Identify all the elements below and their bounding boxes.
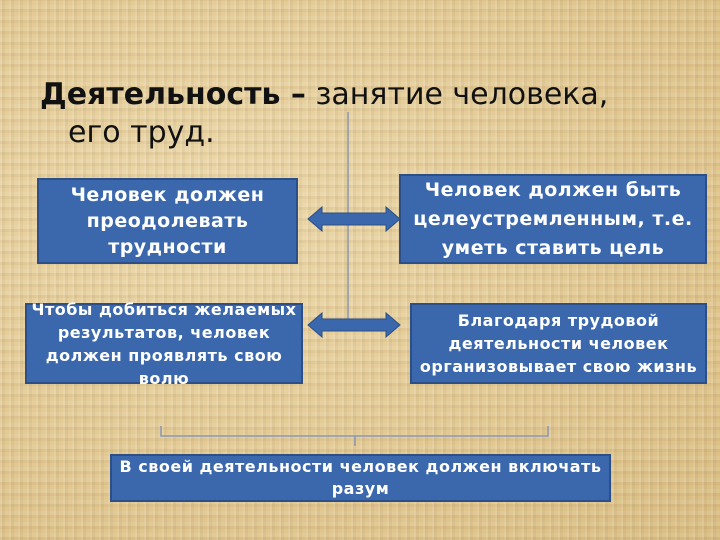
box-conclusion-text: В своей деятельности человек должен вклю… (119, 457, 602, 498)
title-definition-part2: его труд. (68, 115, 215, 150)
box-purposeful-text: Человек должен быть целеустремленным, т.… (413, 178, 693, 259)
box-willpower: Чтобы добиться желаемых результатов, чел… (25, 300, 303, 388)
box-purposeful: Человек должен быть целеустремленным, т.… (399, 174, 707, 264)
title-definition-part1: занятие человека, (305, 77, 609, 112)
box-overcome-difficulties: Человек должен преодолевать трудности (37, 178, 298, 264)
box-organize-life: Благодаря трудовой деятельности человек … (410, 303, 707, 384)
double-arrow-top (307, 205, 401, 233)
box-conclusion: В своей деятельности человек должен вклю… (110, 454, 611, 502)
bottom-brace (160, 426, 549, 446)
box-organize-life-text: Благодаря трудовой деятельности человек … (419, 311, 698, 376)
slide-title: Деятельность – занятие человека, его тру… (40, 76, 680, 152)
title-term: Деятельность – (40, 77, 306, 112)
double-arrow-bottom (307, 311, 401, 339)
box-willpower-text: Чтобы добиться желаемых результатов, чел… (31, 299, 297, 388)
box-overcome-difficulties-text: Человек должен преодолевать трудности (70, 184, 265, 258)
